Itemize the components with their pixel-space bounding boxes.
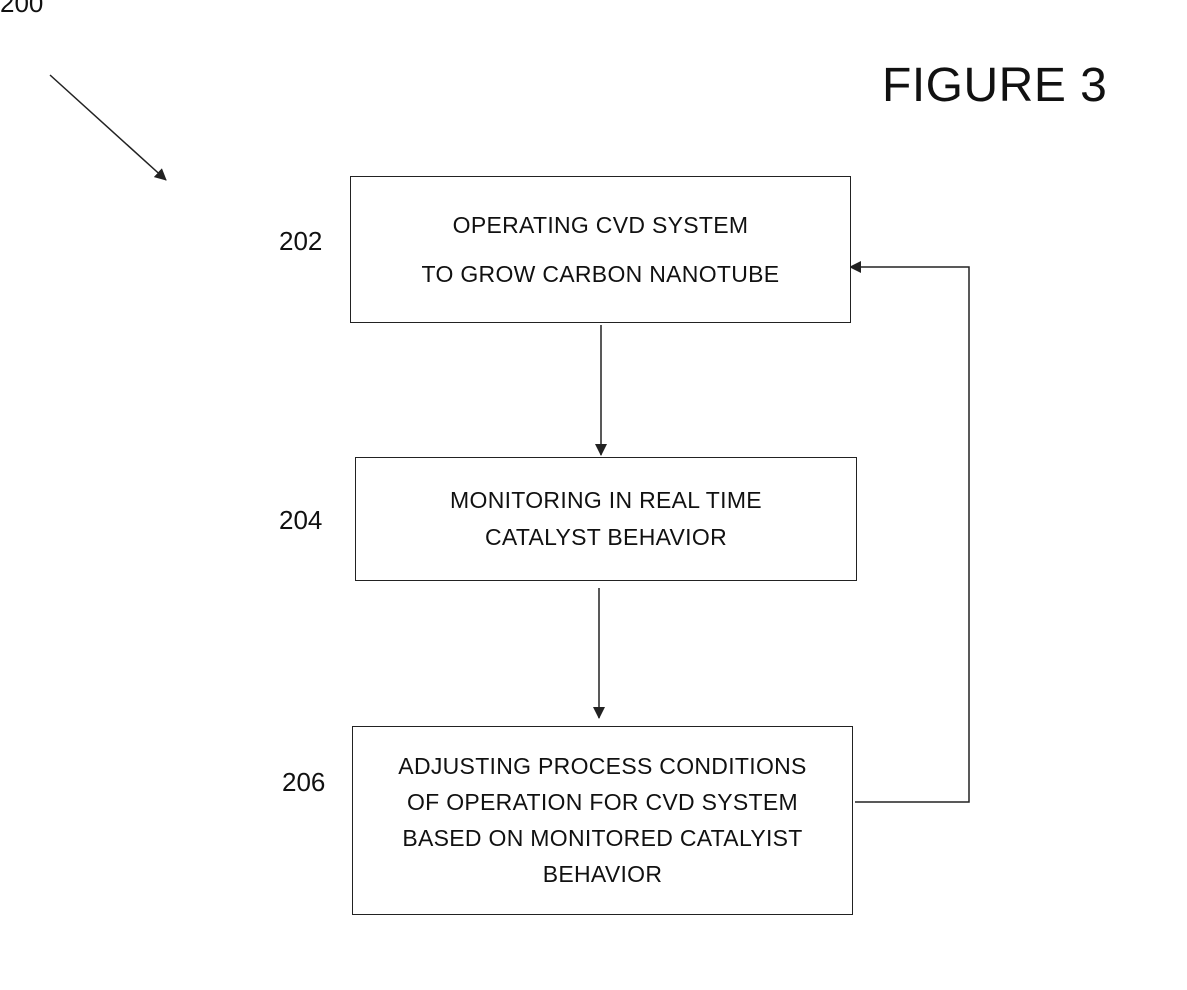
- step-206-line-3: BASED ON MONITORED CATALYIST: [402, 825, 802, 852]
- step-202-line-1: OPERATING CVD SYSTEM: [453, 212, 749, 239]
- step-206-line-4: BEHAVIOR: [543, 861, 663, 888]
- step-204-line-1: MONITORING IN REAL TIME: [450, 487, 762, 514]
- step-ref-204: 204: [279, 507, 322, 533]
- step-box-monitoring: MONITORING IN REAL TIME CATALYST BEHAVIO…: [355, 457, 857, 581]
- reference-arrow-200: [50, 75, 166, 180]
- step-box-adjusting: ADJUSTING PROCESS CONDITIONS OF OPERATIO…: [352, 726, 853, 915]
- figure-reference-number: 200: [0, 0, 43, 16]
- figure-title: FIGURE 3: [882, 62, 1107, 110]
- feedback-loop-206-to-202: [850, 267, 969, 802]
- step-ref-202: 202: [279, 228, 322, 254]
- step-204-line-2: CATALYST BEHAVIOR: [485, 524, 727, 551]
- step-206-line-2: OF OPERATION FOR CVD SYSTEM: [407, 789, 798, 816]
- step-ref-206: 206: [282, 769, 325, 795]
- step-box-operating-cvd: OPERATING CVD SYSTEM TO GROW CARBON NANO…: [350, 176, 851, 323]
- step-206-line-1: ADJUSTING PROCESS CONDITIONS: [398, 753, 806, 780]
- step-202-line-2: TO GROW CARBON NANOTUBE: [422, 261, 780, 288]
